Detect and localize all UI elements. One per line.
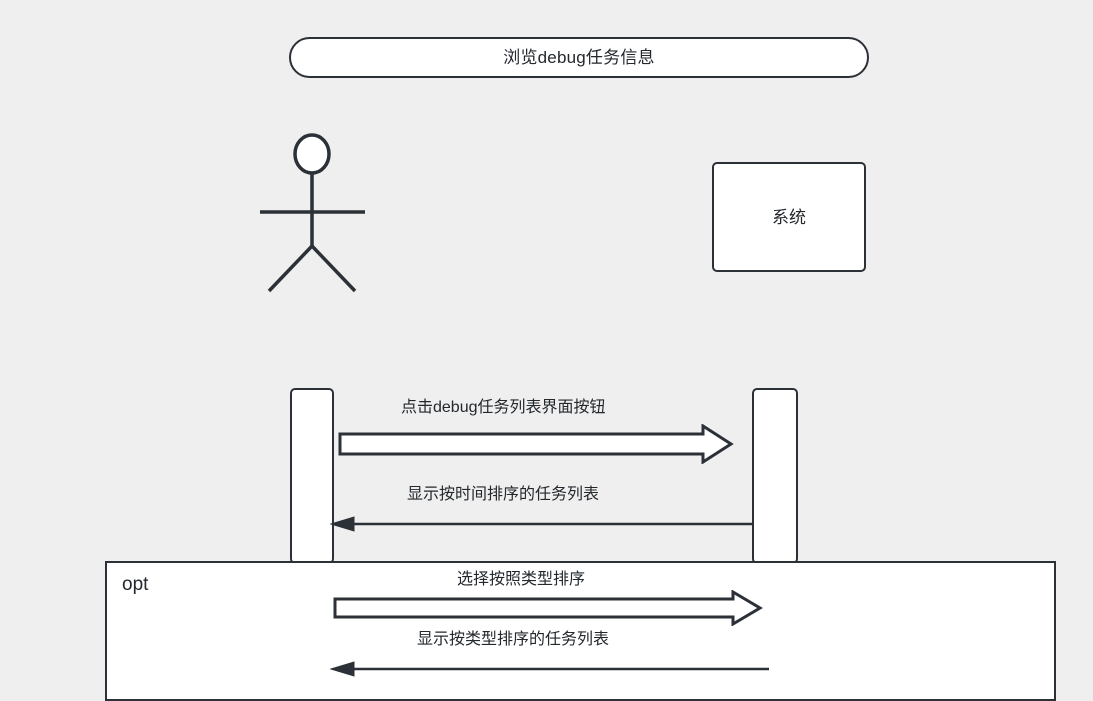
participant-box-system: 系统 xyxy=(712,162,866,272)
opt-fragment-box xyxy=(105,561,1056,701)
message-label-2: 显示按时间排序的任务列表 xyxy=(407,486,600,503)
diagram-title-text: 浏览debug任务信息 xyxy=(503,48,655,67)
solid-arrow-left-icon xyxy=(330,661,769,677)
message-arrow-3 xyxy=(333,590,763,626)
sequence-diagram-canvas: 浏览debug任务信息 系统 opt 点击debug任务列表界面按钮 显示按时间… xyxy=(105,37,1056,701)
message-arrow-1 xyxy=(338,424,734,464)
message-label-4: 显示按类型排序的任务列表 xyxy=(417,631,610,648)
activation-bar-actor xyxy=(290,388,334,564)
diagram-title-box: 浏览debug任务信息 xyxy=(289,37,869,78)
hollow-block-arrow-right-icon xyxy=(333,590,763,626)
message-label-1: 点击debug任务列表界面按钮 xyxy=(401,399,606,416)
actor-stick-figure-icon xyxy=(255,130,375,302)
solid-arrow-left-icon xyxy=(330,516,753,532)
message-label-3: 选择按照类型排序 xyxy=(457,571,586,588)
activation-bar-system xyxy=(752,388,798,564)
opt-fragment-label: opt xyxy=(122,574,149,595)
actor-icon-svg xyxy=(260,133,365,293)
message-arrow-4 xyxy=(330,659,770,679)
message-arrow-2 xyxy=(330,514,754,534)
hollow-block-arrow-right-icon xyxy=(338,424,734,464)
participant-label-system: 系统 xyxy=(772,207,806,227)
